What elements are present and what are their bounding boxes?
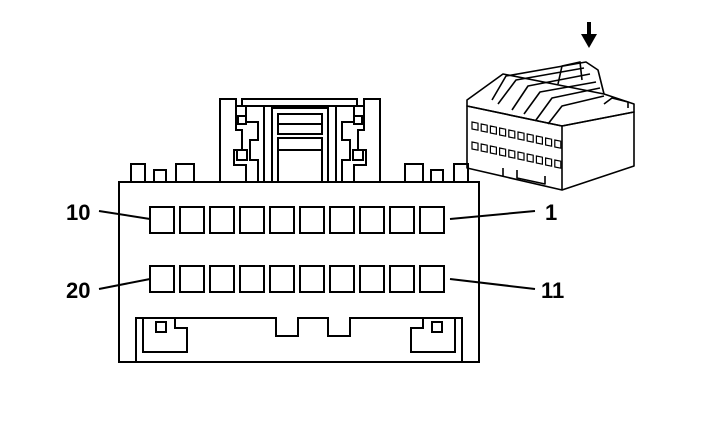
- iso-pin-cavity: [526, 133, 534, 143]
- iso-pin-cavity: [554, 159, 562, 169]
- pin-cavity: [269, 265, 295, 293]
- iso-pin-cavity: [517, 151, 525, 161]
- pin-cavity: [209, 206, 235, 234]
- isometric-pin-cavities: [471, 121, 562, 169]
- iso-pin-cavity: [535, 155, 543, 165]
- pin-cavity: [329, 206, 355, 234]
- iso-pin-cavity: [545, 157, 553, 167]
- leader-line-pin-20: [98, 278, 151, 290]
- iso-pin-cavity: [526, 153, 534, 163]
- pin-cavity: [149, 206, 175, 234]
- iso-pin-cavity: [480, 123, 488, 133]
- pin-cavity: [419, 265, 445, 293]
- iso-pin-cavity: [499, 147, 507, 157]
- pin-row-top: [149, 206, 445, 234]
- pin-label-bottom-left: 20: [66, 278, 90, 303]
- top-bump: [130, 163, 146, 183]
- pin-cavity: [179, 265, 205, 293]
- pin-cavity: [389, 206, 415, 234]
- pin-cavity: [239, 206, 265, 234]
- pin-cavity: [239, 265, 265, 293]
- pin-cavity: [389, 265, 415, 293]
- pin-cavity: [359, 206, 385, 234]
- bottom-key-outline: [135, 317, 463, 362]
- bottom-right-lock: [410, 318, 456, 353]
- pin-cavity: [179, 206, 205, 234]
- leader-line-pin-10: [98, 210, 151, 220]
- iso-pin-cavity: [489, 145, 497, 155]
- down-arrow-icon: [581, 22, 597, 48]
- iso-pin-cavity: [508, 149, 516, 159]
- lock-hole: [431, 321, 443, 333]
- pin-cavity: [299, 206, 325, 234]
- iso-pin-cavity: [545, 137, 553, 147]
- pin-cavity: [419, 206, 445, 234]
- iso-pin-cavity: [471, 121, 479, 131]
- pin-row-bottom: [149, 265, 445, 293]
- leader-line-pin-11: [449, 278, 536, 290]
- iso-pin-cavity: [489, 125, 497, 135]
- top-bump: [175, 163, 195, 183]
- iso-pin-cavity: [508, 129, 516, 139]
- connector-body: [118, 181, 480, 363]
- pin-label-top-right: 1: [545, 200, 557, 225]
- iso-pin-cavity: [535, 135, 543, 145]
- iso-pin-cavity: [471, 141, 479, 151]
- pin-cavity: [359, 265, 385, 293]
- latch-tower: [219, 98, 381, 183]
- iso-pin-cavity: [499, 127, 507, 137]
- pin-cavity: [299, 265, 325, 293]
- top-bump: [430, 169, 444, 183]
- iso-pin-cavity: [517, 131, 525, 141]
- pin-cavity: [209, 265, 235, 293]
- iso-pin-cavity: [554, 139, 562, 149]
- leader-line-pin-1: [449, 210, 536, 220]
- leader-lines: [98, 210, 536, 290]
- pin-cavity: [269, 206, 295, 234]
- pin-cavity: [329, 265, 355, 293]
- pin-label-bottom-right: 11: [541, 278, 564, 303]
- connector-isometric-view: [466, 61, 635, 191]
- connector-front-view: [118, 98, 480, 363]
- top-bump: [453, 163, 469, 183]
- bottom-left-lock: [142, 318, 188, 353]
- pin-label-top-left: 10: [66, 200, 90, 225]
- top-bump: [404, 163, 424, 183]
- iso-pin-cavity: [480, 143, 488, 153]
- pin-cavity: [149, 265, 175, 293]
- top-bump: [153, 169, 167, 183]
- lock-hole: [155, 321, 167, 333]
